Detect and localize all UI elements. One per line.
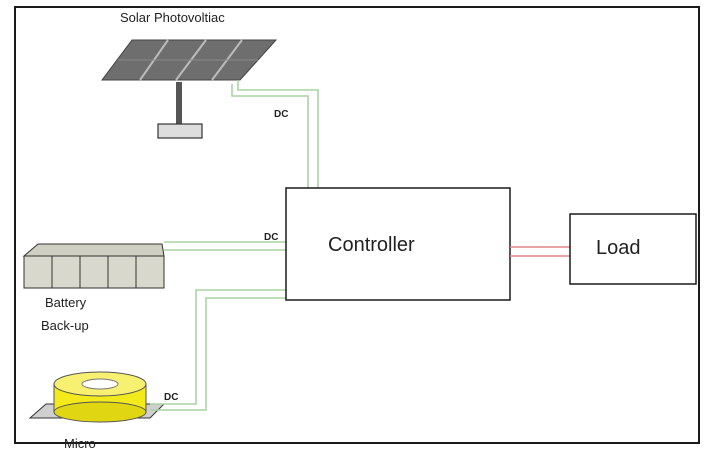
battery-label-line1: Battery xyxy=(45,295,87,310)
solar-panel-icon xyxy=(101,39,278,139)
solar-dc-wire xyxy=(231,80,319,188)
battery-dc-label: DC xyxy=(264,232,278,243)
battery-icon xyxy=(22,243,165,289)
controller-box xyxy=(285,187,511,301)
micro-turbine-icon xyxy=(28,371,166,423)
controller-label: Controller xyxy=(328,234,415,256)
micro-dc-wire xyxy=(150,289,286,411)
micro-label: Micro xyxy=(64,436,96,451)
solar-label: Solar Photovoltiac xyxy=(120,10,225,25)
load-label: Load xyxy=(596,237,641,259)
battery-dc-wire xyxy=(164,241,286,251)
load-ac-wire xyxy=(510,246,570,257)
micro-dc-label: DC xyxy=(164,392,178,403)
solar-dc-label: DC xyxy=(274,109,288,120)
battery-label-line2: Back-up xyxy=(41,318,89,333)
load-box xyxy=(569,213,697,285)
